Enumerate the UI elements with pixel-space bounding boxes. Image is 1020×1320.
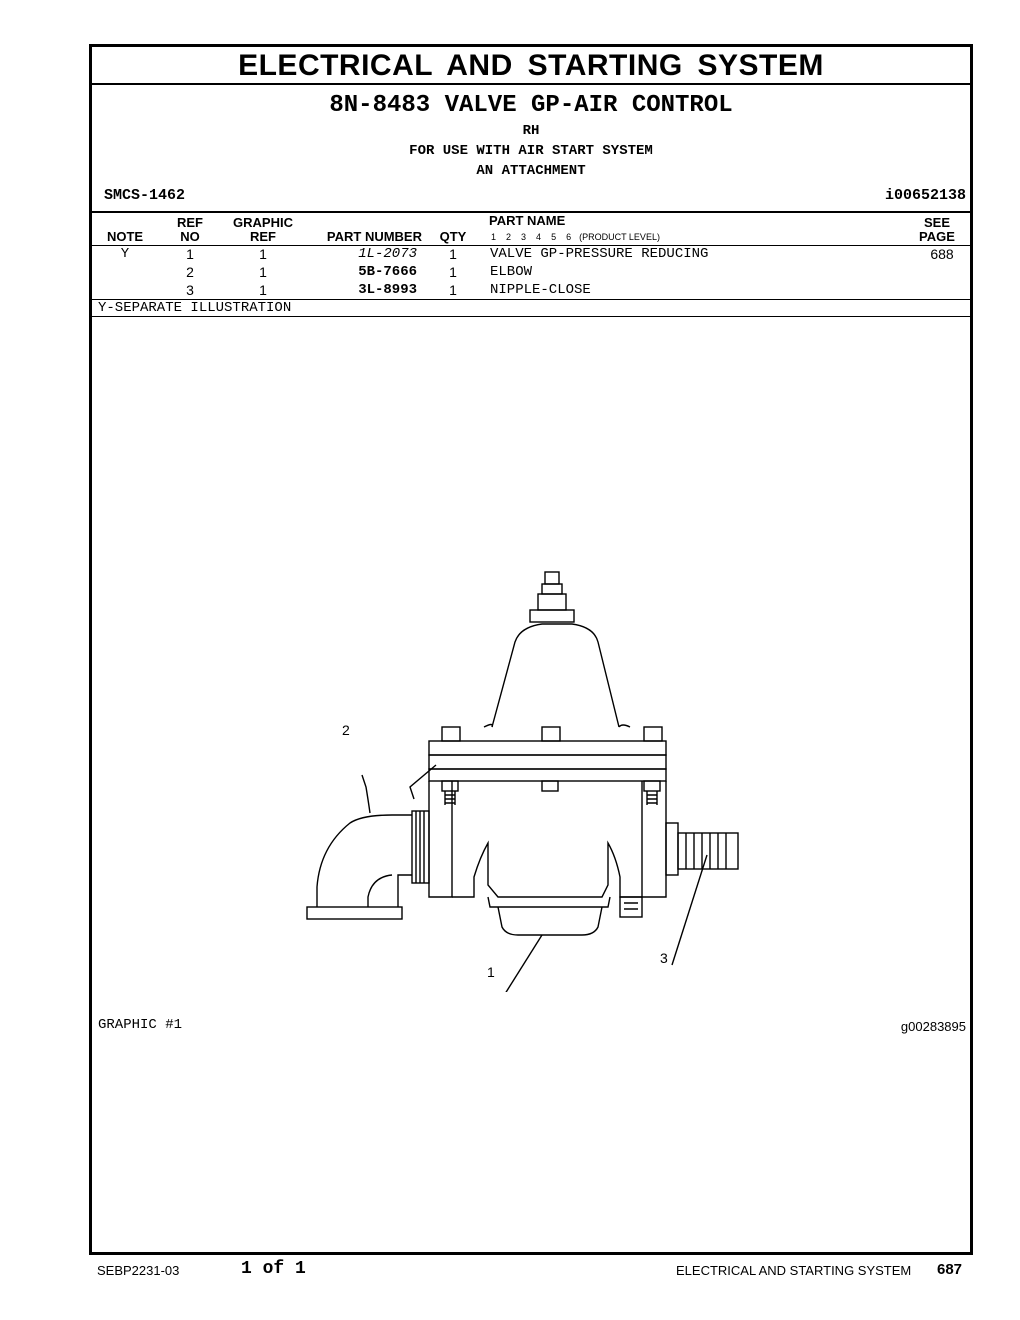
page-frame: ELECTRICAL AND STARTING SYSTEM 8N-8483 V… [89,44,973,1255]
footer-doc-number: SEBP2231-03 [97,1263,180,1278]
col-qty-header: QTY [439,229,467,244]
table-top-rule [92,211,970,213]
rows-bottom-rule [92,299,970,300]
see-page-link[interactable]: 688 [930,246,954,262]
header-rule [92,245,970,246]
callout-1: 1 [487,964,495,980]
col-see-header-bottom: PAGE [919,229,955,244]
col-graphic-header-bottom: REF [250,229,276,244]
image-id: i00652138 [884,187,966,204]
group-part-number: 8N-8483 [329,92,431,119]
callout-3: 3 [660,950,668,966]
side-label: RH [522,123,540,139]
footer-page-count: 1 of 1 [241,1259,306,1279]
col-part-number-header: PART NUMBER [326,229,422,244]
footer-section: ELECTRICAL AND STARTING SYSTEM [676,1263,912,1278]
col-graphic-header-top: GRAPHIC [233,215,293,230]
footnote: Y-SEPARATE ILLUSTRATION [98,300,292,316]
col-ref-header-bottom: NO [180,229,200,244]
col-note-header: NOTE [106,229,144,244]
col-see-header-top: SEE [923,215,950,230]
footnote-rule [92,316,970,317]
graphic-label: GRAPHIC #1 [98,1017,183,1033]
col-ref-header-top: REF [177,215,203,230]
col-part-name-header: PART NAME [489,213,566,228]
group-name: VALVE GP-AIR CONTROL [444,92,733,119]
graphic-id: g00283895 [900,1019,966,1034]
group-title: 8N-8483 VALVE GP-AIR CONTROL [92,92,970,119]
attachment-label: AN ATTACHMENT [476,163,586,179]
section-title: ELECTRICAL AND STARTING SYSTEM [92,47,970,85]
footer-page-number: 687 [937,1261,963,1278]
part-number-link[interactable]: 1L-2073 [358,246,417,262]
valve-illustration [306,571,739,992]
usage-label: FOR USE WITH AIR START SYSTEM [409,143,653,159]
callout-2: 2 [342,722,350,738]
smcs-code: SMCS-1462 [104,187,186,204]
